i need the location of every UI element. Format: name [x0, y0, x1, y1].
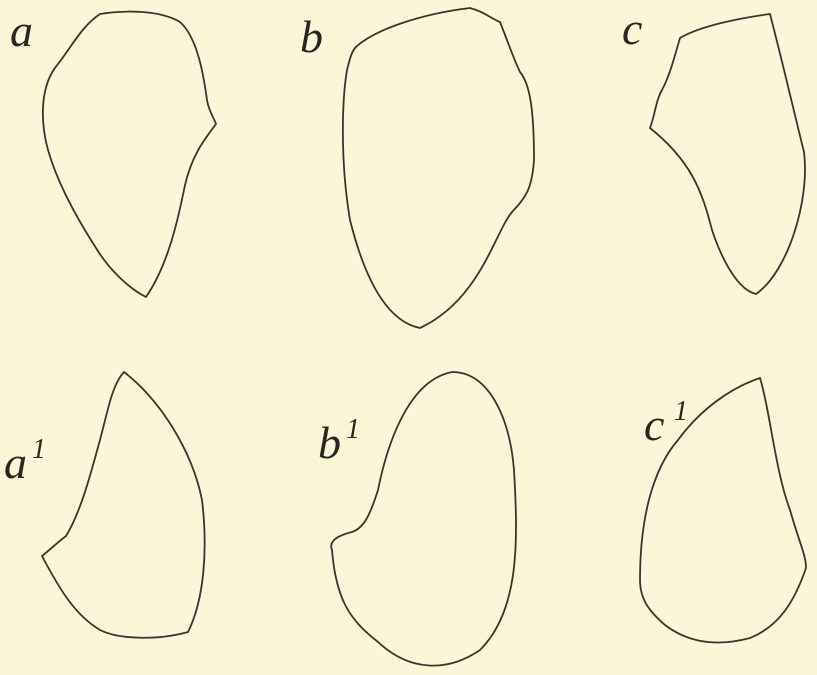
label-a: a	[10, 5, 33, 56]
outline-a	[43, 12, 216, 297]
outline-c	[650, 14, 805, 294]
label-c1-superscript: 1	[674, 396, 688, 427]
label-a1-superscript: 1	[32, 434, 46, 465]
label-c: c	[622, 3, 642, 54]
outline-a1	[42, 372, 205, 638]
outline-b	[343, 8, 534, 328]
label-b1: b	[318, 417, 341, 468]
outline-c1	[640, 378, 806, 642]
label-b1-superscript: 1	[346, 414, 360, 445]
label-c1: c	[644, 399, 664, 450]
label-b: b	[300, 11, 323, 62]
label-a1: a	[4, 437, 27, 488]
